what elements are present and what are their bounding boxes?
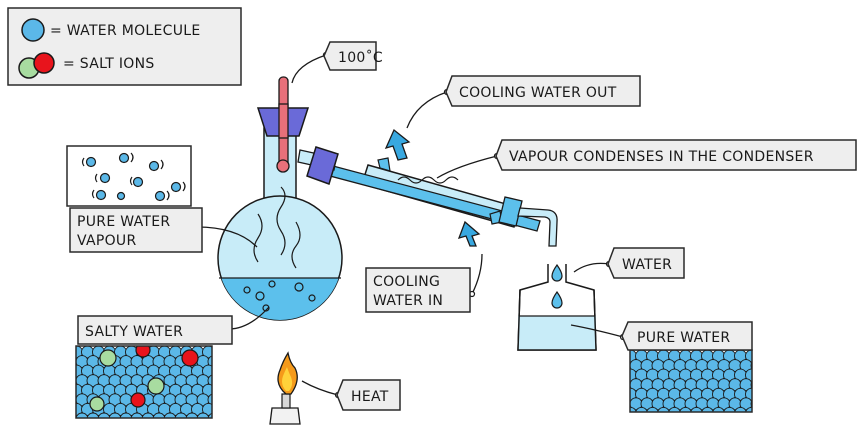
delivery-tube [517, 207, 558, 247]
water-molecule [739, 397, 752, 411]
condenser-collar [498, 196, 523, 227]
water-molecule [141, 412, 155, 418]
water-molecule [207, 355, 212, 368]
vapour-motion-lines [81, 152, 186, 201]
water-molecule [76, 412, 89, 418]
pure-water-vapour-label-line2: VAPOUR [77, 233, 137, 249]
water-molecule [207, 374, 212, 387]
water-label: WATER [622, 257, 672, 273]
pure-water-vapour-label-line1: PURE WATER [77, 214, 170, 230]
water-molecule [750, 380, 752, 389]
burner-base [269, 407, 301, 425]
water-molecule [712, 406, 725, 412]
condenser-vapour-squiggle [397, 176, 459, 184]
vapour-condenses-label: VAPOUR CONDENSES IN THE CONDENSER [509, 149, 814, 165]
water-molecule [174, 412, 188, 418]
water-molecule [679, 406, 692, 412]
legend-water-molecule-label: = WATER MOLECULE [50, 23, 201, 39]
cooling-in-arrow [457, 220, 481, 247]
condenser [297, 146, 558, 247]
water-molecule [152, 412, 166, 418]
salt-ion-green [147, 377, 165, 395]
water-molecule [646, 406, 659, 412]
vapour-particles-box [66, 145, 192, 207]
collecting-beaker [517, 263, 597, 351]
salty-water-particles [76, 346, 212, 418]
condenser-outlet-nub [377, 157, 391, 172]
water-molecule [750, 399, 752, 408]
vapour-particles [85, 152, 182, 202]
flame-inner-icon [282, 367, 293, 391]
salty-water-particles-box [75, 345, 213, 419]
label-vapour-condenses: VAPOUR CONDENSES IN THE CONDENSER [495, 139, 857, 171]
condenser-stopper [306, 146, 339, 185]
burner-tube [281, 393, 291, 409]
thermometer-bulb [276, 159, 290, 173]
water-drop-2 [551, 290, 563, 309]
water-drop-1 [551, 263, 563, 282]
water-molecule [657, 406, 670, 412]
water-molecule [734, 406, 747, 412]
water-molecule [207, 393, 212, 406]
label-salty-water: SALTY WATER [77, 315, 233, 345]
water-molecule [130, 412, 144, 418]
bunsen-burner [269, 351, 301, 425]
salt-ion-red [130, 392, 146, 408]
temperature-label: 100˚C [338, 49, 383, 66]
water-molecule [202, 383, 212, 397]
water-molecule [86, 412, 100, 418]
cooling-water-in-label-line1: COOLING [373, 274, 440, 290]
salt-ion-green [99, 349, 117, 367]
label-pure-water: PURE WATER [621, 321, 753, 351]
water-molecule [723, 406, 736, 412]
water-molecule [750, 361, 752, 370]
water-molecule [739, 359, 752, 373]
water-molecule [196, 412, 210, 418]
label-temperature: 100˚C [323, 41, 383, 71]
water-molecule [108, 412, 122, 418]
label-pure-water-vapour: PURE WATER VAPOUR [69, 207, 203, 253]
legend: = WATER MOLECULE = SALT IONS [7, 7, 242, 86]
water-molecule [701, 406, 714, 412]
water-molecule [690, 406, 703, 412]
cooling-out-arrow [384, 128, 411, 161]
pure-water-label: PURE WATER [637, 330, 730, 346]
flask-vapour-lines [253, 186, 301, 269]
water-molecule [207, 412, 212, 418]
salt-ion-red [135, 346, 151, 358]
label-cooling-water-in: COOLING WATER IN [365, 267, 471, 313]
salt-ion-red-icon [33, 52, 55, 74]
pure-water-particles [630, 350, 752, 412]
water-molecule [119, 412, 133, 418]
label-heat: HEAT [336, 379, 401, 411]
water-molecule [97, 412, 111, 418]
salt-ion-green [89, 396, 105, 412]
water-molecule-icon [21, 18, 45, 42]
water-molecule [202, 346, 212, 359]
pure-water-particles-box [629, 349, 753, 413]
water-molecule [635, 406, 648, 412]
water-molecule [185, 412, 199, 418]
cooling-water-in-label-line2: WATER IN [373, 293, 443, 309]
salt-ion-red [181, 349, 199, 367]
water-molecule [668, 406, 681, 412]
water-molecule [163, 412, 177, 418]
beaker-liquid [518, 316, 596, 350]
water-molecule [202, 364, 212, 378]
heat-label: HEAT [351, 389, 389, 405]
salty-water-label: SALTY WATER [85, 324, 183, 340]
legend-salt-ions-label: = SALT IONS [63, 56, 155, 72]
boiling-bubbles [243, 280, 316, 312]
water-molecule [739, 378, 752, 392]
water-molecule [202, 402, 212, 416]
label-cooling-water-out: COOLING WATER OUT [445, 75, 641, 107]
round-bottom-flask [217, 76, 343, 321]
label-water: WATER [607, 247, 685, 279]
cooling-water-out-label: COOLING WATER OUT [459, 85, 617, 101]
